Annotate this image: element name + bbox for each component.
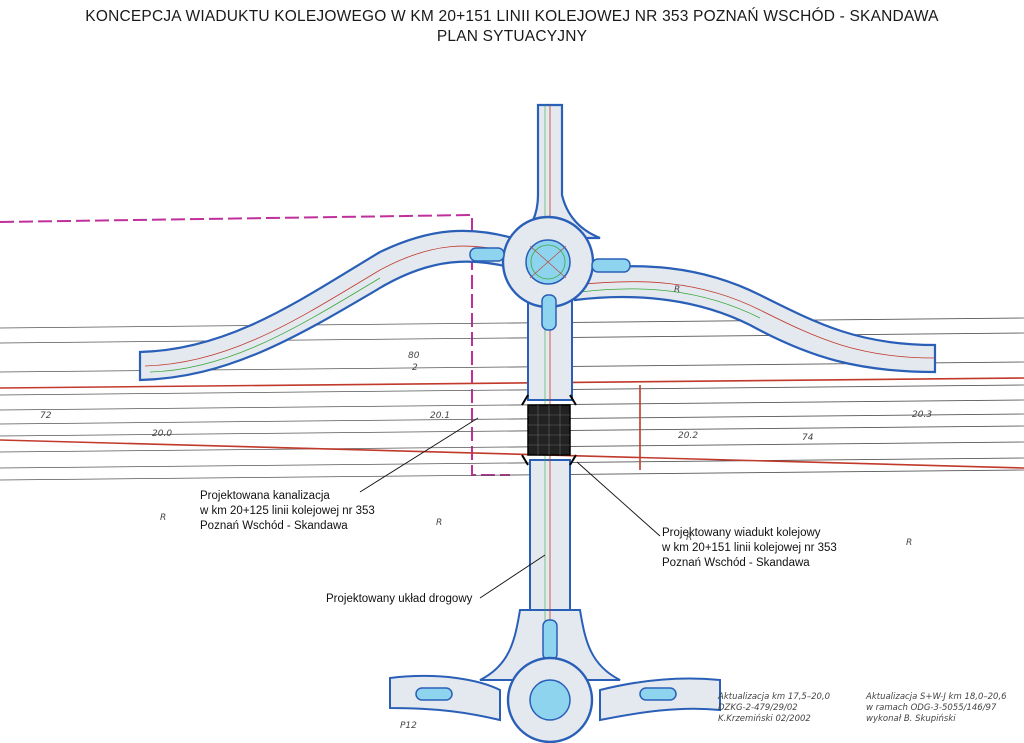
- r-mark: R: [436, 518, 442, 528]
- upper-roundabout: [501, 215, 595, 309]
- note-line: Aktualizacja S+W-J km 18,0–20,6: [866, 692, 1007, 702]
- callout-line: Poznań Wschód - Skandawa: [200, 520, 348, 532]
- r-mark: R: [906, 538, 912, 548]
- r-mark: R: [160, 513, 166, 523]
- callout-line: Projektowany wiadukt kolejowy: [662, 527, 821, 539]
- callout-kanalizacja: Projektowana kanalizacja w km 20+125 lin…: [200, 489, 375, 534]
- km-label-left2: 20.0: [152, 429, 172, 439]
- note-line: w ramach ODG-3-5055/146/97: [866, 703, 997, 713]
- splitter-islands: [469, 247, 631, 661]
- r-mark: R: [686, 533, 692, 543]
- track-label-72: 72: [40, 411, 52, 421]
- lower-roundabout: [389, 656, 721, 743]
- km-label-far-right: 20.3: [912, 410, 932, 420]
- callout-line: w km 20+151 linii kolejowej nr 353: [662, 542, 837, 554]
- page-title: KONCEPCJA WIADUKTU KOLEJOWEGO W KM 20+15…: [85, 8, 939, 25]
- callout-line: Poznań Wschód - Skandawa: [662, 557, 810, 569]
- railway-tracks: [0, 317, 1024, 481]
- callout-leaders: [359, 417, 661, 599]
- callout-wiadukt: Projektowany wiadukt kolejowy w km 20+15…: [662, 526, 837, 571]
- railway-viaduct: [521, 394, 577, 466]
- revision-note-right: Aktualizacja S+W-J km 18,0–20,6 w ramach…: [866, 692, 1007, 725]
- note-line: K.Krzemiński 02/2002: [718, 714, 811, 724]
- track-label-2: 2: [412, 363, 418, 373]
- km-label-right: 20.2: [678, 431, 698, 441]
- callout-uklad-drogowy: Projektowany układ drogowy: [326, 593, 473, 605]
- track-label-80: 80: [408, 351, 420, 361]
- note-line: wykonał B. Skupiński: [866, 714, 956, 724]
- note-line: DZKG-2-479/29/02: [718, 703, 798, 713]
- km-label-left: 20.1: [430, 411, 450, 421]
- callout-line: Projektowana kanalizacja: [200, 490, 330, 502]
- point-label-p12: P12: [400, 721, 417, 731]
- r-mark: R: [674, 285, 680, 295]
- km-label-right2: 74: [802, 433, 814, 443]
- callout-line: w km 20+125 linii kolejowej nr 353: [200, 505, 375, 517]
- note-line: Aktualizacja km 17,5–20,0: [718, 692, 831, 702]
- rail-red-lines: [0, 377, 1024, 470]
- page-subtitle: PLAN SYTUACYJNY: [436, 28, 588, 45]
- main-road: [479, 103, 621, 700]
- revision-note-left: Aktualizacja km 17,5–20,0 DZKG-2-479/29/…: [718, 692, 830, 725]
